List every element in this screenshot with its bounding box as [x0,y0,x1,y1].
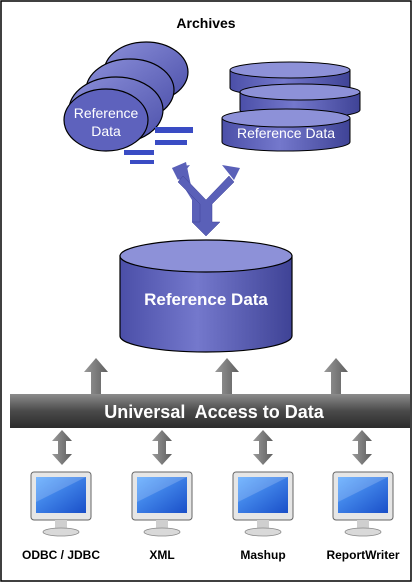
client-reportwriter [332,471,394,537]
upward-arrows [84,358,348,394]
archive-disk-label-line2: Data [91,123,121,139]
monitor-icon [332,471,394,537]
client-mashup [232,471,294,537]
monitor-icon [232,471,294,537]
universal-access-label: Universal Access to Data [104,402,324,422]
monitor-icon [30,471,92,537]
archives-title: Archives [176,15,235,31]
client-label-reportwriter: ReportWriter [326,548,399,562]
bidirectional-arrows [52,430,372,465]
archive-cylinder-label: Reference Data [237,125,335,141]
archive-disk-stack [63,41,193,164]
client-label-odbc-jdbc: ODBC / JDBC [22,548,100,562]
archive-cylinder-stack [221,61,361,152]
monitor-icon [131,471,193,537]
client-xml [131,471,193,537]
client-label-xml: XML [149,548,174,562]
central-database-label: Reference Data [144,290,268,309]
merge-arrow [172,162,240,237]
universal-access-bar [10,394,410,428]
central-database [119,239,293,353]
archive-disk-label-line1: Reference [74,105,139,121]
client-label-mashup: Mashup [240,548,285,562]
client-odbc-jdbc [30,471,92,537]
